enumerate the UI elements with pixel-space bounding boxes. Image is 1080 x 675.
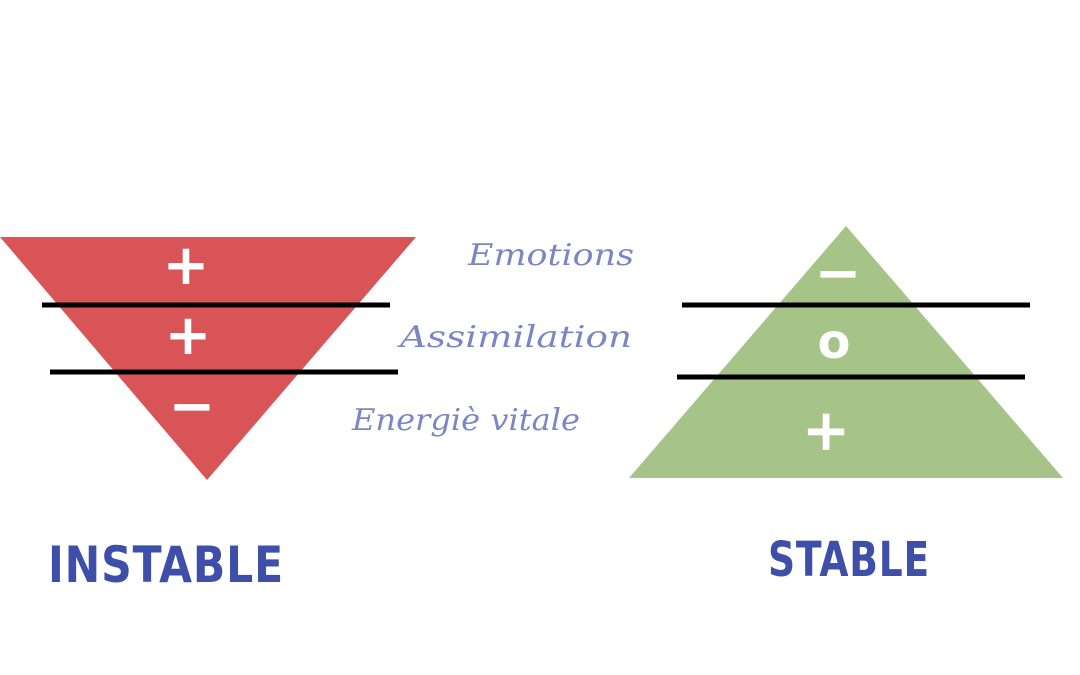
stable-pyramid: − o + [629,226,1063,478]
unstable-pyramid: + + − [0,233,416,480]
unstable-triangle [0,237,416,480]
level-label-energie-vitale: Energiè vitale [351,403,580,438]
level-label-assimilation: Assimilation [396,320,632,355]
stable-sign-bottom: + [802,396,851,464]
stable-sign-top: − [815,241,862,306]
level-labels: Emotions Assimilation Energiè vitale [351,238,634,438]
unstable-sign-middle: + [165,303,212,368]
stable-sign-middle: o [818,314,851,370]
unstable-sign-top: + [163,233,210,298]
stable-label: STABLE [768,532,930,588]
unstable-label: INSTABLE [48,536,284,594]
unstable-sign-bottom: − [169,374,216,439]
stable-triangle [629,226,1063,478]
level-label-emotions: Emotions [467,238,634,273]
